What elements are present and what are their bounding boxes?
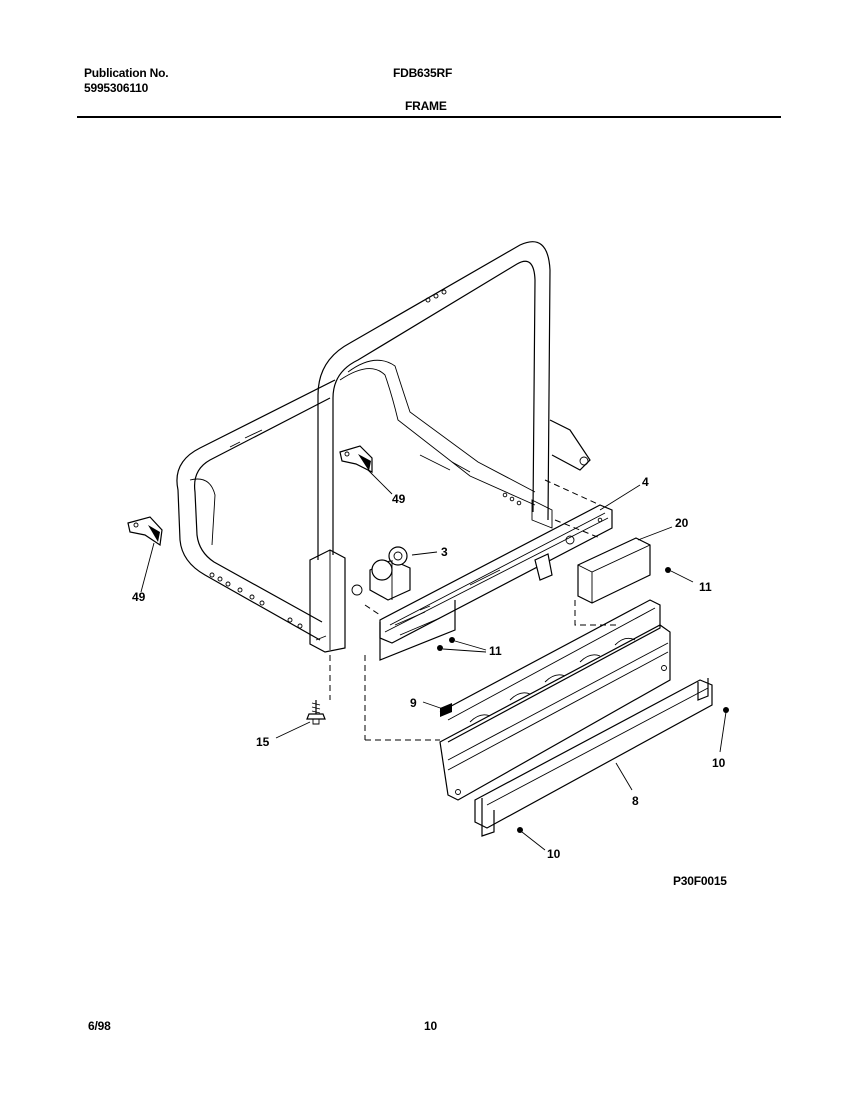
callout-20: 20 <box>675 516 689 530</box>
leader-11b <box>442 648 487 653</box>
page-number: 10 <box>424 1019 437 1033</box>
leader-10b <box>521 831 546 851</box>
leader-49-right <box>367 469 393 495</box>
screw-10 <box>517 707 729 833</box>
callout-9: 9 <box>410 696 417 710</box>
callout-10-lower: 10 <box>547 847 561 861</box>
leader-9 <box>422 701 447 711</box>
part-3-valve <box>351 546 411 601</box>
callout-11-right: 11 <box>699 580 712 594</box>
leader-10a <box>719 711 727 753</box>
rear-frame <box>317 241 591 560</box>
callout-49-left: 49 <box>132 590 146 604</box>
leader-49-left <box>140 542 155 593</box>
callout-15: 15 <box>256 735 270 749</box>
leveling-leg-49-right <box>339 445 373 473</box>
leader-11c <box>670 570 694 583</box>
leader-11a <box>454 640 487 651</box>
part-8-panel <box>474 678 713 837</box>
model-number: FDB635RF <box>393 66 453 80</box>
leader-15 <box>275 721 311 739</box>
header-rule <box>77 116 781 118</box>
leveling-leg-49-left <box>127 516 163 547</box>
callout-8: 8 <box>632 794 639 808</box>
lower-plate <box>379 600 456 661</box>
toe-panel <box>439 624 671 801</box>
screw-11 <box>437 567 671 651</box>
part-20-bracket <box>577 537 651 604</box>
leader-4 <box>599 484 641 511</box>
callout-49-right: 49 <box>392 492 406 506</box>
screw-15 <box>306 700 326 725</box>
publication-label: Publication No. <box>84 66 169 80</box>
part-4-rail <box>379 504 613 644</box>
leader-20 <box>637 526 673 541</box>
base-frame <box>176 379 346 653</box>
callout-10-right: 10 <box>712 756 726 770</box>
publication-number: 5995306110 <box>84 81 149 95</box>
diagram-code: P30F0015 <box>673 874 727 888</box>
callout-3: 3 <box>441 545 448 559</box>
callout-4: 4 <box>642 475 649 489</box>
leader-3 <box>411 551 438 556</box>
leader-8 <box>615 762 633 791</box>
section-title: FRAME <box>405 99 447 113</box>
part-9-kick-plate <box>439 599 661 743</box>
callout-11-lower: 11 <box>489 644 502 658</box>
publication-date: 6/98 <box>88 1019 111 1033</box>
assembly-dash-lines <box>329 479 620 741</box>
